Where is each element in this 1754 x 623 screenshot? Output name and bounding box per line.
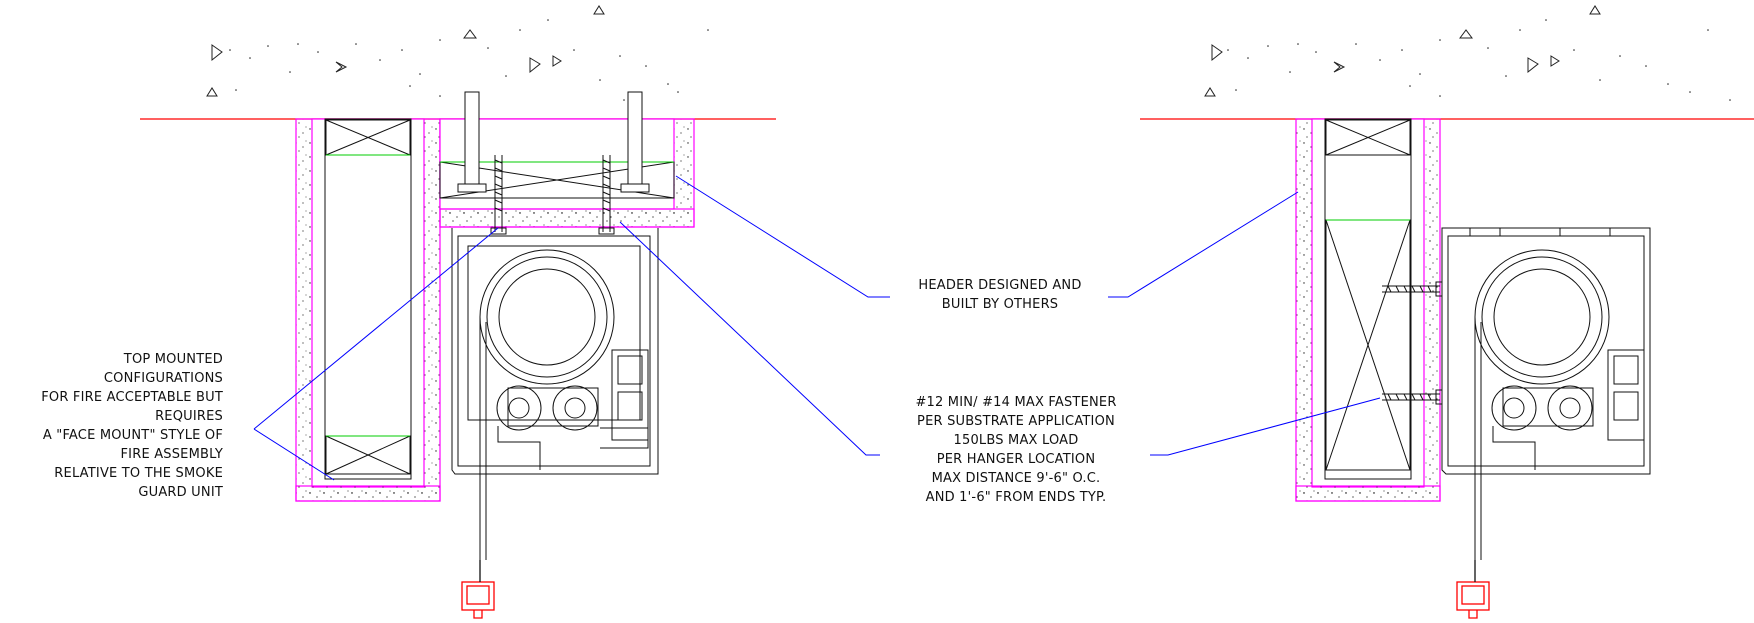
- note-line: RELATIVE TO THE SMOKE: [54, 466, 223, 481]
- left-detail-top-mount: [140, 5, 776, 619]
- fastener-screws-left: [490, 155, 615, 235]
- note-line: GUARD UNIT: [138, 485, 223, 500]
- note-line: FIRE ASSEMBLY: [120, 447, 223, 462]
- note-line: HEADER DESIGNED AND: [918, 278, 1082, 293]
- insulation-wall-right: [1295, 118, 1441, 502]
- note-line: REQUIRES: [155, 409, 223, 424]
- leader-fastener-right: [1150, 397, 1381, 456]
- bottom-bar-left: [461, 560, 495, 619]
- anchor-rods-left: [457, 91, 650, 193]
- note-fastener: #12 MIN/ #14 MAX FASTENER PER SUBSTRATE …: [885, 393, 1147, 507]
- note-line: #12 MIN/ #14 MAX FASTENER: [915, 395, 1117, 410]
- note-line: A "FACE MOUNT" STYLE OF: [42, 428, 223, 443]
- note-line: PER SUBSTRATE APPLICATION: [917, 414, 1115, 429]
- blocking-top-right: [1325, 119, 1411, 156]
- blocking-bottom-left: [325, 435, 411, 475]
- note-line: PER HANGER LOCATION: [936, 452, 1096, 467]
- smoke-guard-unit-left: [451, 228, 659, 560]
- concrete-slab-right: [1204, 5, 1731, 101]
- bottom-bar-right: [1456, 560, 1490, 619]
- note-line: 150LBS MAX LOAD: [953, 433, 1079, 448]
- right-detail-face-mount: [1140, 5, 1754, 619]
- note-header-by-others: HEADER DESIGNED AND BUILT BY OTHERS: [895, 276, 1105, 314]
- leader-top-mounted-2: [253, 428, 335, 481]
- leader-top-mounted-1: [253, 227, 499, 430]
- leader-fastener-left: [619, 221, 880, 456]
- note-line: AND 1'-6" FROM ENDS TYP.: [925, 490, 1107, 505]
- concrete-slab-left: [206, 5, 709, 101]
- note-top-mounted: TOP MOUNTED CONFIGURATIONS FOR FIRE ACCE…: [41, 350, 223, 502]
- fastener-screws-right: [1382, 281, 1443, 405]
- blocking-top-left: [325, 119, 411, 156]
- note-line: BUILT BY OTHERS: [941, 297, 1059, 312]
- insulation-wall-left: [295, 118, 441, 502]
- leader-header-left: [675, 175, 890, 298]
- note-line: CONFIGURATIONS: [103, 371, 223, 386]
- note-line: TOP MOUNTED: [123, 352, 223, 367]
- note-line: FOR FIRE ACCEPTABLE BUT: [41, 390, 223, 405]
- note-line: MAX DISTANCE 9'-6" O.C.: [931, 471, 1101, 486]
- smoke-guard-unit-right: [1441, 227, 1651, 560]
- leader-header-right: [1108, 191, 1299, 298]
- blocking-main-right: [1325, 219, 1411, 471]
- leader-lines: [253, 175, 1381, 481]
